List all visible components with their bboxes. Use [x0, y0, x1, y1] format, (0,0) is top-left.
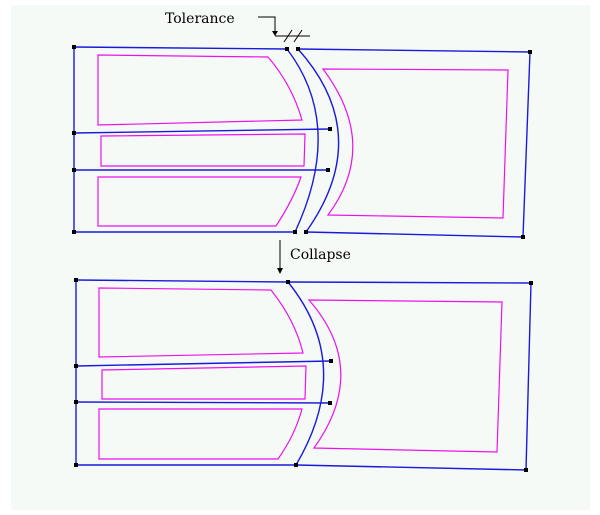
- collapse-annotation: Collapse: [277, 240, 351, 274]
- tick-mark: [293, 29, 303, 43]
- arrow-down-icon: [277, 268, 283, 274]
- vertices: [72, 45, 532, 239]
- offset-outlines: [97, 54, 509, 227]
- collapse-label: Collapse: [290, 247, 351, 263]
- arrowhead-icon: [272, 31, 278, 36]
- tolerance-label: Tolerance: [165, 11, 235, 27]
- diagram-canvas: [11, 5, 590, 510]
- before-collapse-diagram: Tolerance: [72, 11, 532, 239]
- boundary-edges: [75, 279, 532, 471]
- tolerance-annotation: [258, 16, 310, 43]
- after-collapse-diagram: [74, 278, 533, 472]
- vertices: [74, 278, 533, 472]
- boundary-edges: [73, 46, 531, 238]
- offset-outlines: [98, 287, 503, 460]
- tick-mark: [283, 29, 293, 43]
